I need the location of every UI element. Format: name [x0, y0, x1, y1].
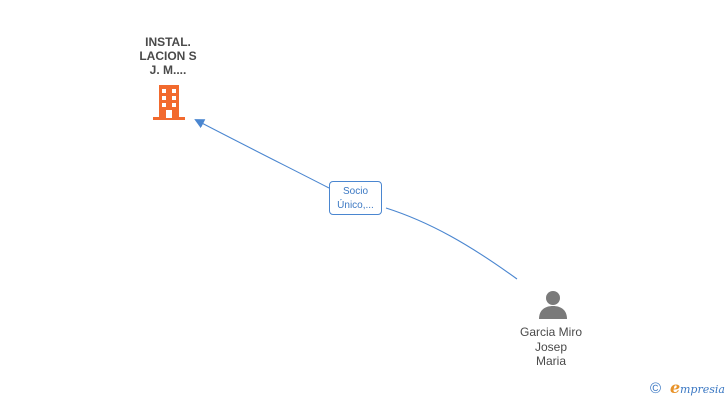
- relation-label-line-2: Único,...: [337, 200, 374, 211]
- brand-watermark: © e mpresia: [650, 380, 728, 398]
- company-name-line-1: INSTAL.: [145, 35, 191, 49]
- person-name-line-3: Maria: [535, 354, 566, 368]
- building-icon[interactable]: [152, 85, 186, 121]
- relation-label[interactable]: Socio Único,...: [329, 181, 382, 215]
- person-name[interactable]: Garcia Miro Josep Maria: [500, 325, 602, 369]
- relation-edge-line: [196, 120, 518, 280]
- copyright-icon: ©: [650, 380, 662, 397]
- relation-label-line-1: Socio: [342, 186, 368, 197]
- company-name-line-3: J. M....: [149, 63, 187, 77]
- person-name-line-2: Josep: [534, 339, 568, 354]
- empresia-logo-text: mpresia: [680, 383, 725, 396]
- person-name-line-1: Garcia Miro: [519, 325, 582, 339]
- person-icon[interactable]: [538, 289, 568, 319]
- empresia-logo-mark: e: [670, 378, 681, 397]
- company-name[interactable]: INSTAL. LACION S J. M....: [118, 35, 218, 77]
- company-name-line-2: LACION S: [139, 49, 197, 63]
